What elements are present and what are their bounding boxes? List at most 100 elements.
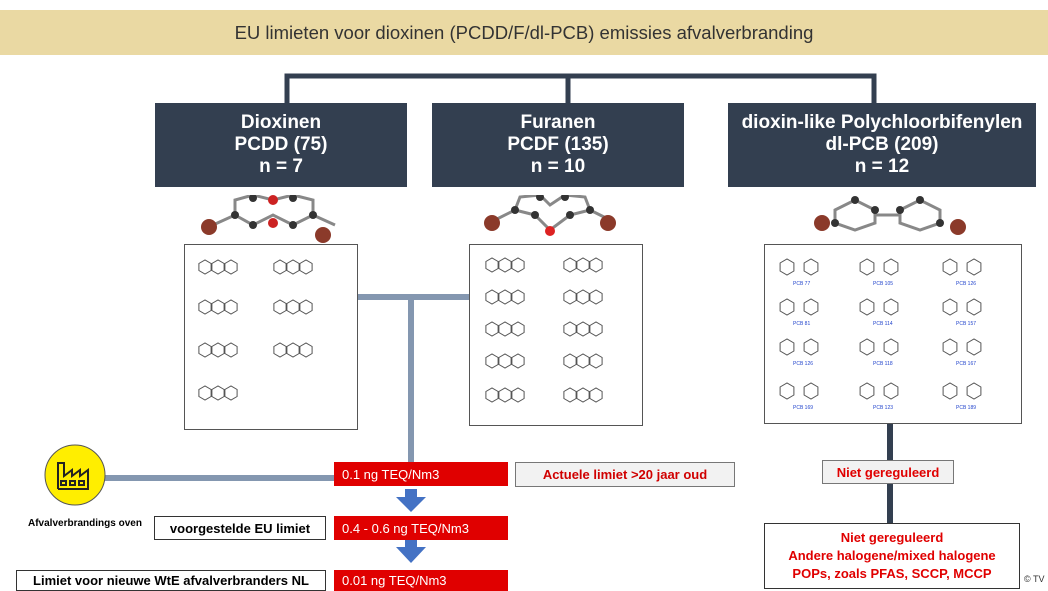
group-name: Dioxinen xyxy=(240,112,322,133)
pcb-note-line: Niet gereguleerd xyxy=(840,530,944,545)
ring-shape xyxy=(883,338,899,356)
ring-shape xyxy=(198,259,212,275)
down-arrow-2 xyxy=(396,538,426,563)
ring-shape xyxy=(966,338,982,356)
ring-shape xyxy=(224,299,238,315)
ring-shape xyxy=(576,353,590,369)
ring-shape xyxy=(286,342,300,358)
ring-shape xyxy=(563,353,577,369)
ring-shape xyxy=(563,289,577,305)
ring-shape xyxy=(211,342,225,358)
ring-shape xyxy=(589,257,603,273)
ring-shape xyxy=(511,289,525,305)
group-count: n = 12 xyxy=(854,156,910,177)
pcb-note-box: Niet gereguleerd Andere halogene/mixed h… xyxy=(764,523,1020,589)
ring-shape xyxy=(224,342,238,358)
ring-shape xyxy=(859,298,875,316)
pcb-congener-label: PCB 118 xyxy=(873,361,893,367)
pcb-congener-label: PCB 114 xyxy=(873,321,893,327)
group-count: n = 7 xyxy=(259,156,303,177)
group-code: PCDF (135) xyxy=(507,134,609,155)
pcb-note-line: POPs, zoals PFAS, SCCP, MCCP xyxy=(792,566,992,581)
ring-shape xyxy=(966,382,982,400)
pcdd-molecule-illustration xyxy=(201,195,336,243)
ring-shape xyxy=(286,259,300,275)
ring-shape xyxy=(942,382,958,400)
proposed-limit-value: 0.4 - 0.6 ng TEQ/Nm3 xyxy=(334,516,508,540)
pcb-congener-label: PCB 167 xyxy=(956,361,977,367)
ring-shape xyxy=(779,298,795,316)
pcb-congener-label: PCB 189 xyxy=(956,405,977,411)
ring-shape xyxy=(498,321,512,337)
ring-shape xyxy=(576,387,590,403)
group-box-dioxinen: Dioxinen PCDD (75) n = 7 xyxy=(155,103,407,187)
ring-shape xyxy=(942,258,958,276)
group-count: n = 10 xyxy=(530,156,586,177)
new-nl-limit-value: 0.01 ng TEQ/Nm3 xyxy=(334,570,508,591)
ring-shape xyxy=(859,258,875,276)
ring-shape xyxy=(563,321,577,337)
ring-shape xyxy=(273,342,287,358)
group-box-furanen: Furanen PCDF (135) n = 10 xyxy=(432,103,684,187)
pcb-congener-label: PCB 105 xyxy=(873,281,894,287)
ring-shape xyxy=(498,289,512,305)
pcb-note-line: Andere halogene/mixed halogene xyxy=(788,548,996,563)
ring-shape xyxy=(576,289,590,305)
ring-shape xyxy=(779,382,795,400)
ring-shape xyxy=(589,387,603,403)
ring-shape xyxy=(511,321,525,337)
ring-shape xyxy=(198,342,212,358)
ring-shape xyxy=(211,385,225,401)
new-nl-limit-label: Limiet voor nieuwe WtE afvalverbranders … xyxy=(16,570,326,591)
pcb-congener-label: PCB 169 xyxy=(793,405,814,411)
group-name: dioxin-like Polychloorbifenylen xyxy=(741,112,1023,133)
pcb-congener-label: PCB 126 xyxy=(956,281,977,287)
ring-shape xyxy=(883,258,899,276)
ring-shape xyxy=(511,257,525,273)
title-bar: EU limieten voor dioxinen (PCDD/F/dl-PCB… xyxy=(0,10,1048,55)
pcdf-structures-box xyxy=(469,244,643,426)
ring-shape xyxy=(511,387,525,403)
ring-shape xyxy=(286,299,300,315)
group-name: Furanen xyxy=(520,112,596,133)
ring-shape xyxy=(576,321,590,337)
ring-shape xyxy=(211,259,225,275)
pcb-congener-label: PCB 126 xyxy=(793,361,814,367)
tree-top-line xyxy=(284,73,877,105)
ring-shape xyxy=(299,342,313,358)
ring-shape xyxy=(942,298,958,316)
pcb-congener-label: PCB 77 xyxy=(793,281,811,287)
ring-shape xyxy=(273,259,287,275)
ring-shape xyxy=(563,387,577,403)
ring-shape xyxy=(224,385,238,401)
ring-shape xyxy=(576,257,590,273)
pcdd-structures-box xyxy=(184,244,358,430)
ring-shape xyxy=(779,258,795,276)
oven-label: Afvalverbrandings oven xyxy=(28,518,142,529)
diagram-title: EU limieten voor dioxinen (PCDD/F/dl-PCB… xyxy=(234,21,814,43)
group-code: PCDD (75) xyxy=(234,134,328,155)
current-limit-value: 0.1 ng TEQ/Nm3 xyxy=(334,462,508,486)
ring-shape xyxy=(485,289,499,305)
ring-shape xyxy=(966,298,982,316)
factory-icon xyxy=(44,444,106,506)
pcdf-molecule-illustration xyxy=(484,195,616,236)
ring-shape xyxy=(498,353,512,369)
pcb-molecule-illustration xyxy=(814,196,966,235)
ring-shape xyxy=(859,338,875,356)
ring-shape xyxy=(485,353,499,369)
ring-shape xyxy=(779,338,795,356)
ring-shape xyxy=(211,299,225,315)
pcb-congener-label: PCB 81 xyxy=(793,321,811,327)
ring-shape xyxy=(942,338,958,356)
ring-shape xyxy=(589,353,603,369)
ring-shape xyxy=(803,298,819,316)
ring-shape xyxy=(859,382,875,400)
ring-shape xyxy=(224,259,238,275)
pcb-congener-label: PCB 123 xyxy=(873,405,894,411)
ring-shape xyxy=(803,338,819,356)
copyright: © TV xyxy=(1024,574,1045,584)
ring-shape xyxy=(299,299,313,315)
ring-shape xyxy=(498,387,512,403)
